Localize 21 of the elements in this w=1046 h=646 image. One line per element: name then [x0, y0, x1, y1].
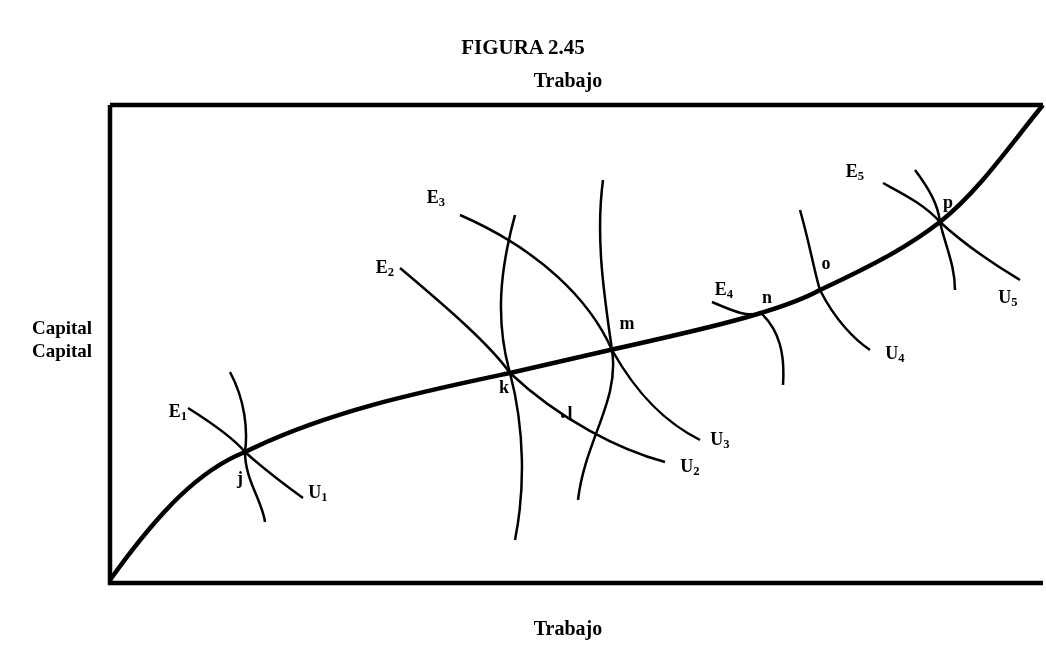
- figure-title: FIGURA 2.45: [461, 34, 585, 60]
- curve-label: o: [821, 254, 831, 272]
- curve-label: k: [499, 378, 509, 396]
- axis-label: Trabajo: [533, 70, 603, 90]
- curve-label: j: [237, 469, 243, 487]
- curve-label: E$_{1}$: [168, 401, 188, 423]
- curve-label: U$_{5}$: [998, 287, 1018, 309]
- axis-label: Capital: [31, 340, 93, 360]
- curve-label: U$_{3}$: [710, 429, 730, 451]
- curve-label: E$_{2}$: [375, 257, 395, 279]
- curve-label: U$_{4}$: [885, 343, 905, 365]
- curve-label: E$_{5}$: [845, 161, 865, 183]
- curve-label: U$_{1}$: [308, 482, 328, 504]
- curve-label: E$_{4}$: [714, 279, 734, 301]
- curve-label: p: [943, 193, 953, 211]
- axis-label: Trabajo: [533, 618, 603, 638]
- curve-label: E$_{3}$: [426, 187, 446, 209]
- curve-label: n: [762, 288, 772, 306]
- curve-label: m: [619, 314, 635, 332]
- axis-label: Capital: [31, 317, 93, 337]
- curve-label: U$_{2}$: [680, 456, 700, 478]
